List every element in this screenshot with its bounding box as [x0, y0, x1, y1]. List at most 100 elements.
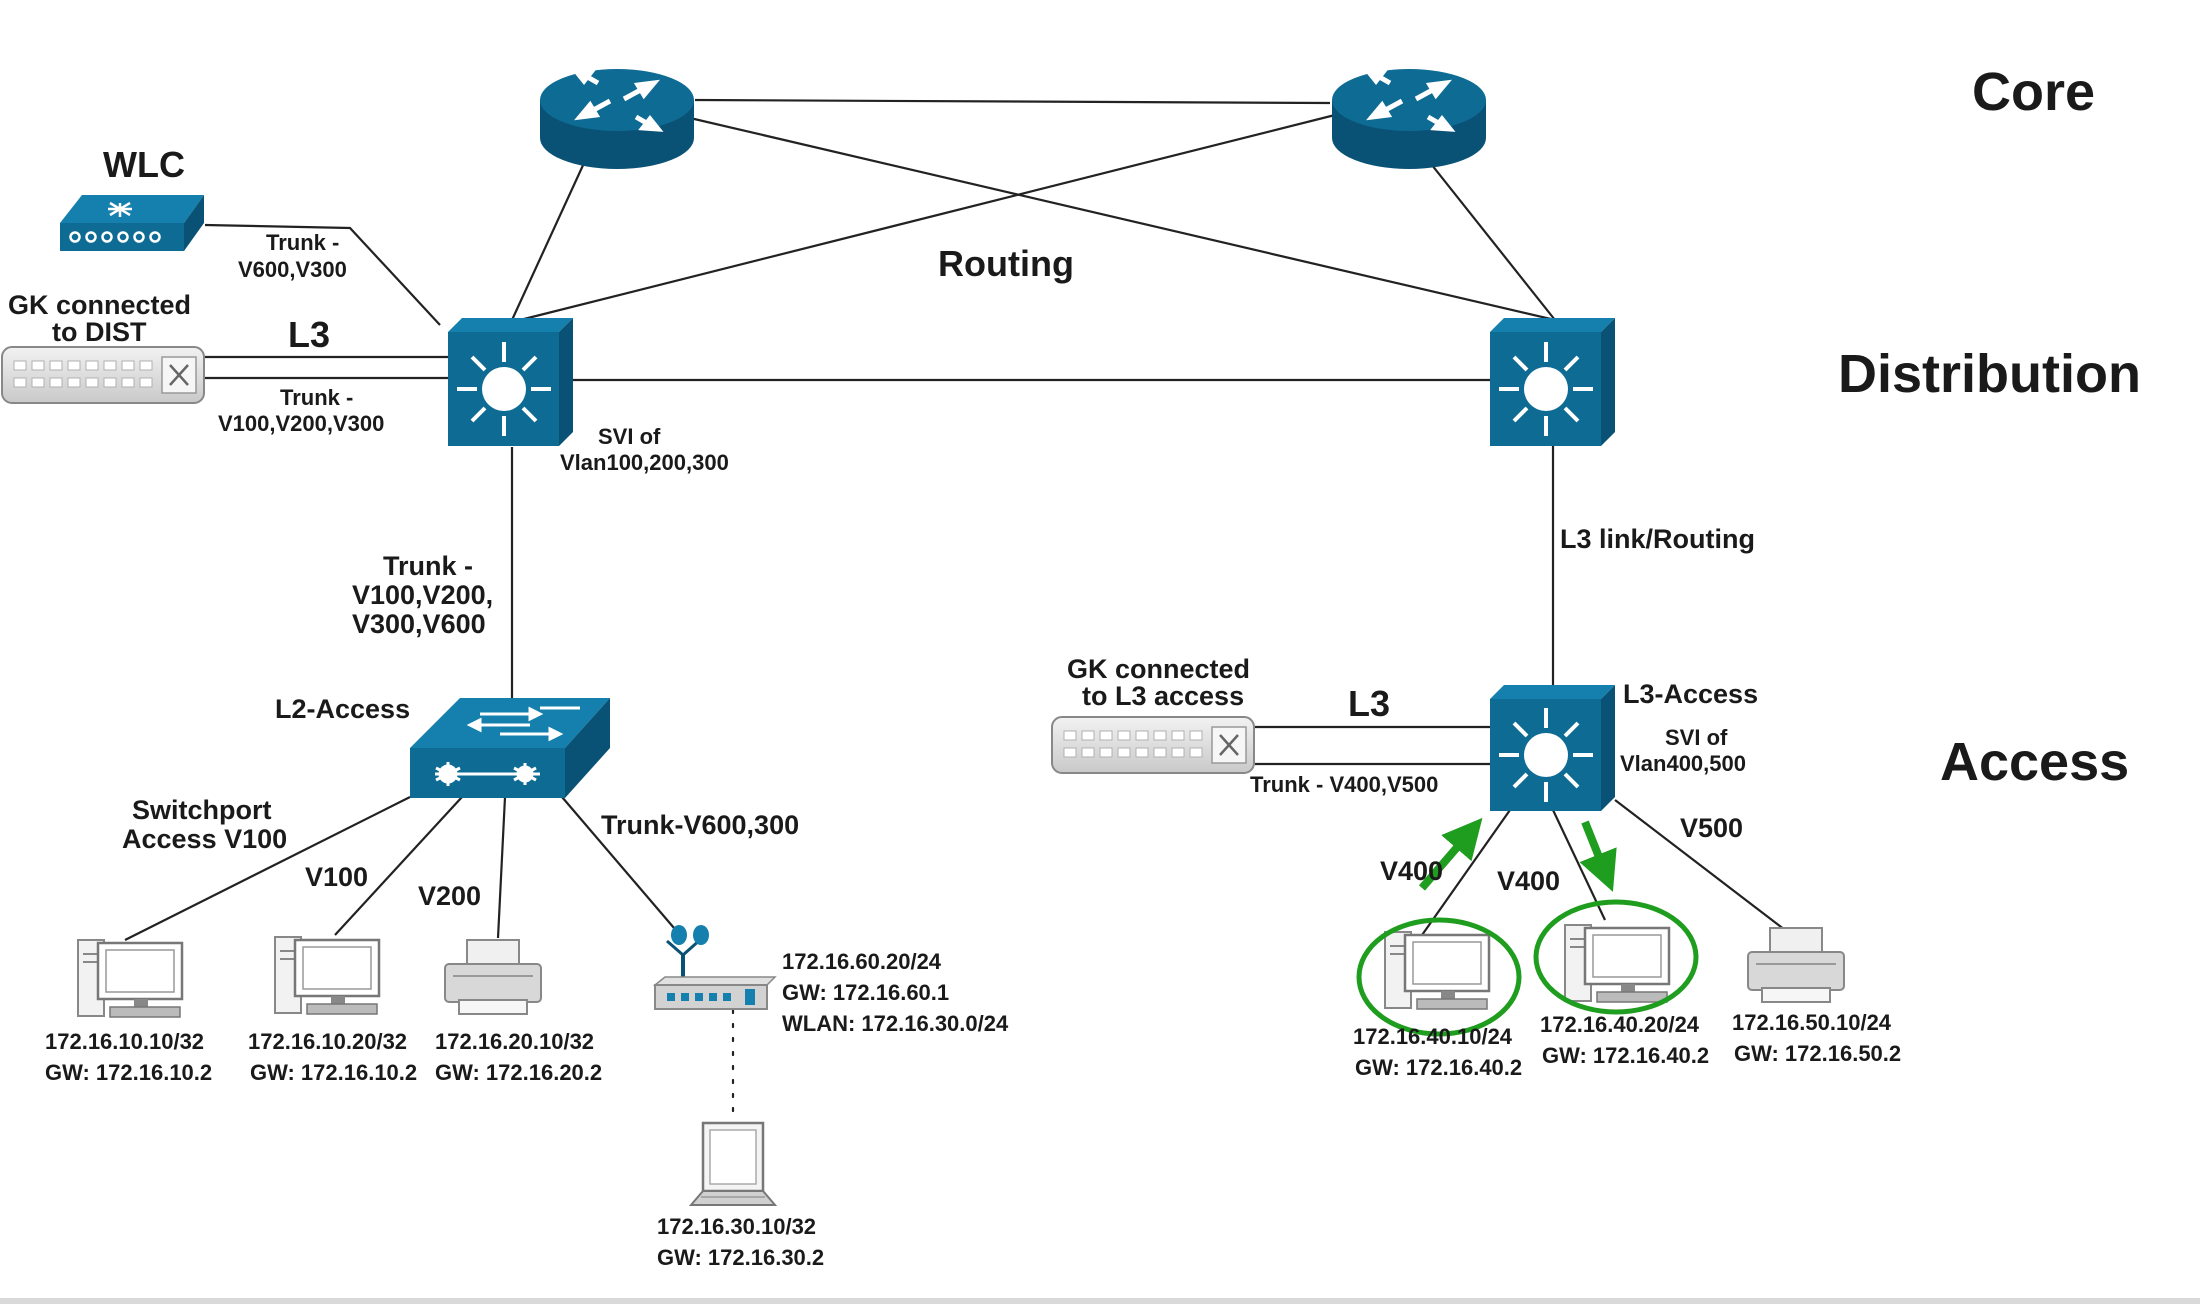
printer2-ip: 172.16.50.10/24 [1732, 1010, 1892, 1035]
l2-access-switch[interactable] [410, 698, 610, 798]
laptop-icon [688, 1121, 778, 1206]
laptop-gw: GW: 172.16.30.2 [657, 1245, 824, 1270]
gk-dist-trunk-label-1: Trunk - [280, 385, 353, 410]
layer-access-label: Access [1940, 732, 2129, 792]
ap-gw: GW: 172.16.60.1 [782, 980, 949, 1005]
core-router-right[interactable] [1332, 68, 1486, 169]
firewall-icon [1, 346, 205, 404]
dist-switch-right[interactable] [1490, 318, 1615, 446]
pc4-ip: 172.16.40.20/24 [1540, 1012, 1700, 1037]
link-core2-dist1 [519, 113, 1336, 322]
gk-dist-title-1: GK connected [8, 290, 191, 320]
l2-uplink-label-2: V100,V200, [352, 580, 493, 610]
links [124, 98, 1786, 1122]
laptop-host[interactable] [688, 1121, 778, 1206]
pc3-ip: 172.16.40.10/24 [1353, 1024, 1513, 1049]
multilayer-switch-icon [448, 318, 573, 446]
pc-icon [1564, 924, 1671, 1003]
routing-label: Routing [938, 243, 1074, 284]
highlight-circle-pc4 [1533, 899, 1699, 1015]
link-core1-dist2 [689, 116, 1556, 322]
ap-ip: 172.16.60.20/24 [782, 949, 942, 974]
pc-host-3[interactable] [1384, 931, 1491, 1010]
switchport-label-2: Access V100 [122, 824, 287, 854]
link-l2-ap [561, 796, 681, 936]
pc-icon [77, 939, 184, 1018]
l3-uplink-label: L3 link/Routing [1560, 524, 1755, 554]
v500-label: V500 [1680, 813, 1743, 843]
gk-dist-l3-label: L3 [288, 314, 330, 355]
highlight-circle-pc3 [1356, 917, 1522, 1037]
link-l3-printer2 [1614, 799, 1786, 931]
printer-icon [444, 939, 542, 1015]
gk-access-title-2: to L3 access [1082, 681, 1244, 711]
link-core-core [694, 98, 1331, 105]
switchport-label-1: Switchport [132, 795, 272, 825]
l2-uplink-label-3: V300,V600 [352, 609, 486, 639]
arrow-down-icon [1579, 820, 1617, 892]
pc1-gw: GW: 172.16.10.2 [45, 1060, 212, 1085]
l2-switch-icon [410, 698, 610, 798]
printer1-ip: 172.16.20.10/32 [435, 1029, 594, 1054]
pc-host-4[interactable] [1564, 924, 1671, 1003]
dist-svi-label-2: Vlan100,200,300 [560, 450, 729, 475]
printer-host-1[interactable] [444, 939, 542, 1015]
gk-access-title-1: GK connected [1067, 654, 1250, 684]
pc-host-2[interactable] [274, 936, 381, 1015]
layer-distribution-label: Distribution [1838, 344, 2141, 404]
gk-dist-title-2: to DIST [52, 317, 147, 347]
link-core2-dist2 [1419, 149, 1556, 321]
laptop-ip: 172.16.30.10/32 [657, 1214, 816, 1239]
gk-dist-trunk-label-2: V100,V200,V300 [218, 411, 384, 436]
printer2-gw: GW: 172.16.50.2 [1734, 1041, 1901, 1066]
printer-icon [1747, 927, 1845, 1003]
link-l2-pc2 [334, 796, 463, 936]
link-l2-printer1 [496, 796, 507, 939]
l2-access-title: L2-Access [275, 694, 410, 724]
gk-access-device[interactable] [1051, 716, 1255, 774]
pc2-gw: GW: 172.16.10.2 [250, 1060, 417, 1085]
l3-svi-label-1: SVI of [1665, 725, 1728, 750]
wlc-title: WLC [103, 144, 185, 185]
wlc-link-label-1: Trunk - [266, 230, 339, 255]
link-core1-dist1 [511, 149, 591, 321]
bottom-divider [0, 1298, 2200, 1304]
arrow-up-icon [1418, 817, 1483, 891]
multilayer-switch-icon [1490, 685, 1615, 811]
wlc-link-label-2: V600,V300 [238, 257, 347, 282]
v100-label: V100 [305, 862, 368, 892]
pc4-gw: GW: 172.16.40.2 [1542, 1043, 1709, 1068]
ap-host[interactable] [652, 925, 777, 1010]
l2-uplink-label-1: Trunk - [383, 551, 473, 581]
l3-access-switch[interactable] [1490, 685, 1615, 811]
dist-svi-label-1: SVI of [598, 424, 661, 449]
access-point-icon [652, 925, 777, 1010]
pc-icon [274, 936, 381, 1015]
ap-wlan: WLAN: 172.16.30.0/24 [782, 1011, 1009, 1036]
pc1-ip: 172.16.10.10/32 [45, 1029, 204, 1054]
pc-host-1[interactable] [77, 939, 184, 1018]
pc-icon [1384, 931, 1491, 1010]
v400-left-label: V400 [1380, 856, 1443, 886]
pc3-gw: GW: 172.16.40.2 [1355, 1055, 1522, 1080]
gk-dist-device[interactable] [1, 346, 205, 404]
gk-access-l3-label: L3 [1348, 683, 1390, 724]
core-router-left[interactable] [540, 68, 694, 169]
gk-access-trunk-label: Trunk - V400,V500 [1250, 772, 1438, 797]
pc2-ip: 172.16.10.20/32 [248, 1029, 407, 1054]
firewall-icon [1051, 716, 1255, 774]
ap-trunk-label: Trunk-V600,300 [601, 810, 799, 840]
printer-host-2[interactable] [1747, 927, 1845, 1003]
layer-core-label: Core [1972, 62, 2095, 122]
link-wlc-dist [204, 223, 441, 326]
v400-right-label: V400 [1497, 866, 1560, 896]
multilayer-switch-icon [1490, 318, 1615, 446]
l3-svi-label-2: Vlan400,500 [1620, 751, 1746, 776]
wlc-device[interactable] [60, 195, 204, 251]
wlc-icon [60, 195, 204, 251]
l3-access-title: L3-Access [1623, 679, 1758, 709]
dist-switch-left[interactable] [448, 318, 573, 446]
traffic-highlight [1356, 817, 1699, 1037]
link-l2-pc1 [124, 796, 411, 941]
